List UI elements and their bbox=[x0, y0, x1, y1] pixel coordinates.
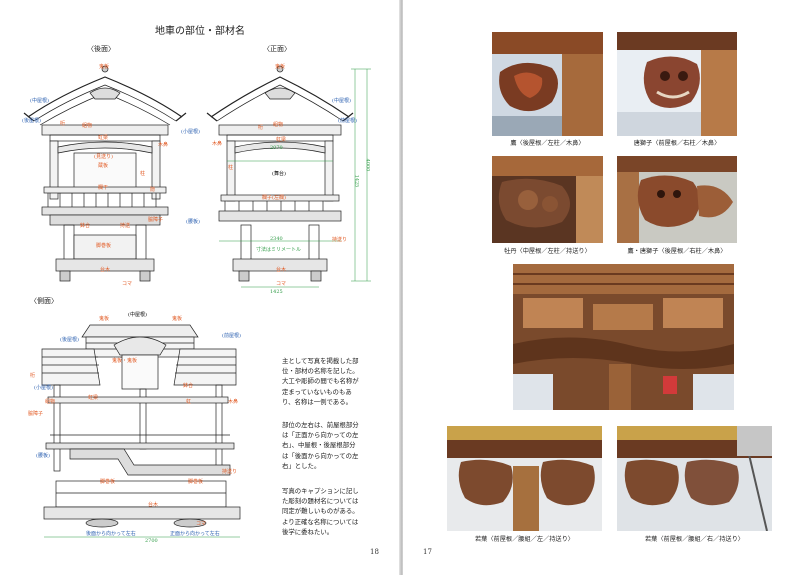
page-number-right: 17 bbox=[423, 548, 432, 556]
spine bbox=[399, 0, 404, 575]
side-back-direction: 後面から向かって左右 bbox=[86, 531, 136, 537]
label-hashira2: 持送 bbox=[120, 223, 131, 229]
paragraph-3: 写真のキャプションに記した彫刻の題材名については同定が難しいものがある。より正確… bbox=[282, 487, 359, 536]
side-label-kougai: 虹梁 bbox=[88, 395, 99, 401]
photo-roof-underside bbox=[513, 264, 734, 410]
front-view-label: 〈正面〉 bbox=[263, 45, 291, 53]
photo-hawk-lion-carving bbox=[617, 156, 737, 243]
side-label-mae-yane: (前屋根) bbox=[222, 333, 241, 339]
side-label-ushiro-yane: (後屋根) bbox=[60, 337, 79, 343]
label-kougai: 虹梁 bbox=[98, 135, 109, 141]
front-note: 寸法はミリメートル bbox=[256, 247, 302, 253]
side-view-diagram bbox=[41, 324, 241, 538]
caption-5: 若葉〈前屋根／腰組／左／持送り〉 bbox=[475, 536, 574, 543]
side-label-koshimawari: (腰板) bbox=[36, 453, 50, 459]
side-label-onita: 鬼板 bbox=[99, 316, 110, 322]
label-zushi: 蔵板 bbox=[98, 163, 109, 169]
label-kakushi: 隠 bbox=[150, 187, 156, 193]
front-dim-part: 1425 bbox=[353, 174, 360, 188]
front-label-butai: (舞台) bbox=[272, 171, 286, 177]
side-dim: 2700 bbox=[145, 538, 158, 544]
front-label-mokuhen: 木鼻 bbox=[212, 141, 223, 147]
label-koma: コマ bbox=[122, 281, 133, 287]
side-label-koma: コマ bbox=[196, 521, 207, 527]
front-label-koshiita: (腰板) bbox=[186, 219, 200, 225]
photo-young-leaf-right bbox=[617, 426, 772, 531]
front-view-diagram bbox=[206, 65, 371, 288]
front-dim-mid: 2340 bbox=[270, 236, 283, 242]
side-label-kumimono: 組物 bbox=[45, 399, 56, 405]
photo-hawk-carving bbox=[492, 32, 603, 136]
side-label-hachi: 鉢合 bbox=[183, 383, 194, 389]
front-dim-bottom: 1425 bbox=[270, 289, 283, 295]
label-hachi: 鉢合 bbox=[80, 223, 91, 229]
caption-4: 鷹・唐獅子〈後屋根／右柱／木鼻〉 bbox=[627, 248, 727, 255]
side-front-direction: 正面から向かって左右 bbox=[170, 531, 220, 537]
page-title: 地車の部位・部材名 bbox=[155, 26, 245, 37]
caption-6: 若葉〈前屋根／腰組／右／持送り〉 bbox=[645, 536, 744, 543]
label-onita: 鬼板 bbox=[99, 64, 110, 70]
label-rankan: 欄干 bbox=[98, 185, 109, 191]
side-label-kou: 虹 bbox=[186, 399, 192, 405]
paragraph-2: 部位の左右は、前屋根部分は「正面から向かっての左右」、中屋根・後屋根部分は「後面… bbox=[282, 421, 359, 470]
right-page: 鷹〈後屋根／左柱／木鼻〉 唐獅子〈前屋根／右柱／木鼻〉 bbox=[403, 0, 805, 575]
caption-3: 牡丹〈中屋根／左柱／持送り〉 bbox=[504, 248, 591, 255]
front-label-naka-yane: (中屋根) bbox=[332, 98, 351, 104]
front-label-mae-yane: (前屋根) bbox=[338, 118, 357, 124]
left-page: 地車の部位・部材名 〈後面〉 bbox=[0, 0, 400, 575]
label-koshimawari: 脇障子 bbox=[148, 217, 164, 223]
label-shitaban: 脚巻板 bbox=[96, 243, 112, 249]
side-label-ko-yane: (小屋根) bbox=[34, 385, 53, 391]
rear-view-diagram bbox=[23, 65, 187, 282]
side-label-daiki: 台木 bbox=[148, 502, 159, 508]
page-number-left: 18 bbox=[370, 548, 379, 556]
front-dim-height: 4000 bbox=[364, 158, 371, 172]
side-view-label: 〈側面〉 bbox=[30, 297, 58, 305]
label-keta: 桁 bbox=[60, 121, 66, 127]
side-label-naka-yane: (中屋根) bbox=[128, 312, 147, 318]
paragraph-1: 主として写真を掲載した部位・部材の名称を記した。大工や彫師の間でも名称が定まって… bbox=[282, 357, 359, 406]
label-daiki: 台木 bbox=[100, 267, 111, 273]
label-hashira: 柱 bbox=[140, 171, 146, 177]
photo-peony-carving bbox=[492, 156, 603, 243]
front-label-ko-yane: (小屋根) bbox=[181, 129, 200, 135]
front-label-koma: コマ bbox=[276, 281, 287, 287]
photo-lion-carving-front bbox=[617, 32, 737, 136]
side-label-mokuhen: 木鼻 bbox=[228, 399, 239, 405]
side-label-shitaban-2: 脚巻板 bbox=[188, 479, 204, 485]
side-label-waki: 脇障子 bbox=[28, 411, 44, 417]
label-mokuhen: 木鼻 bbox=[158, 142, 169, 148]
side-label-shitaban: 脚巻板 bbox=[100, 479, 116, 485]
label-ushiro-yane: (後屋根) bbox=[22, 118, 41, 124]
side-label-onita2: 鬼板 bbox=[172, 316, 183, 322]
rear-view-label: 〈後面〉 bbox=[87, 45, 115, 53]
side-label-shishiguchi: 鬼板・鬼板 bbox=[112, 358, 138, 364]
photo-young-leaf-left bbox=[447, 426, 602, 531]
front-label-mochiokuri: 持送り bbox=[332, 237, 348, 243]
front-label-hashira: 柱 bbox=[228, 165, 234, 171]
caption-1: 鷹〈後屋根／左柱／木鼻〉 bbox=[510, 140, 585, 147]
label-mikoshi: (見送り) bbox=[94, 154, 113, 160]
front-label-kumimono: 組物 bbox=[273, 122, 284, 128]
front-label-onita: 鬼板 bbox=[275, 64, 286, 70]
front-label-rankan: 欄子(左欄) bbox=[262, 195, 286, 201]
side-label-mochiokuri: 持送り bbox=[222, 469, 238, 475]
label-kumimono: 組物 bbox=[82, 123, 93, 129]
side-label-keta: 桁 bbox=[30, 373, 36, 379]
caption-2: 唐獅子〈前屋根／右柱／木鼻〉 bbox=[633, 140, 721, 147]
front-label-daiki: 台木 bbox=[276, 267, 287, 273]
front-dim-top: 2070 bbox=[270, 145, 283, 151]
front-label-kougai: 虹梁 bbox=[276, 137, 287, 143]
label-naka-yane: (中屋根) bbox=[30, 98, 49, 104]
front-label-keta: 桁 bbox=[258, 125, 264, 131]
